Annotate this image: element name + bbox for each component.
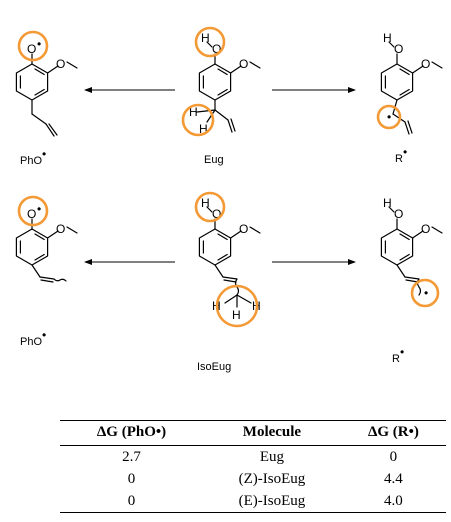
isoeugenol-molecule: H O H H H IsoEug xyxy=(194,191,261,373)
atom-h: H xyxy=(201,31,210,45)
atom-h: H xyxy=(383,31,392,45)
label-isoeug: IsoEug xyxy=(197,361,231,373)
cell-dg-pho: 0 xyxy=(127,471,136,487)
atom-o: O xyxy=(27,207,36,221)
radical-dot: • xyxy=(403,145,407,159)
atom-o: O xyxy=(27,42,36,56)
highlight-circle xyxy=(194,191,226,223)
table-row: 0 (Z)-IsoEug 4.4 xyxy=(60,468,446,490)
highlight-circle xyxy=(410,278,440,308)
cell-molecule: Eug xyxy=(259,449,285,465)
highlight-circle xyxy=(215,284,259,328)
cell-molecule: (E)-IsoEug xyxy=(203,490,341,513)
cell-dg-r: 0 xyxy=(389,449,398,465)
atom-h: H xyxy=(189,105,198,119)
header-dg-pho: ΔG (PhO•) xyxy=(60,420,204,446)
cell-dg-r: 4.4 xyxy=(384,471,403,487)
label-pho-2: PhO xyxy=(20,336,42,348)
atom-o: O xyxy=(394,42,403,56)
highlight-circle xyxy=(17,195,49,227)
table-row: 0 (E)-IsoEug 4.0 xyxy=(60,490,446,513)
radical-dot: • xyxy=(37,202,41,216)
highlight-circle xyxy=(376,104,402,130)
phenoxyl-radical-eug: O • xyxy=(15,30,78,137)
atom-o: O xyxy=(212,42,221,56)
header-dg-r: ΔG (R•) xyxy=(340,420,446,446)
table-header-row: ΔG (PhO•) Molecule ΔG (R•) xyxy=(60,420,446,446)
allyl-radical-eug: H O • xyxy=(376,31,443,135)
label-pho-1: PhO xyxy=(20,155,42,167)
cell-dg-r: 4.0 xyxy=(340,490,446,513)
highlight-circle xyxy=(181,103,215,137)
header-molecule: Molecule xyxy=(203,420,341,446)
allyl-radical-isoeug: H O • xyxy=(380,196,443,308)
cell-dg-pho: 2.7 xyxy=(122,449,141,465)
cell-dg-pho: 0 xyxy=(60,490,204,513)
label-r-2: R xyxy=(392,353,400,365)
atom-o: O xyxy=(394,207,403,221)
atom-h: H xyxy=(383,196,392,210)
cell-molecule: (Z)-IsoEug xyxy=(238,471,306,487)
label-eug: Eug xyxy=(204,154,224,166)
atom-o: O xyxy=(212,207,221,221)
eugenol-molecule: H O H H Eug xyxy=(181,26,261,166)
label-r-1: R xyxy=(395,153,403,165)
atom-h: H xyxy=(201,196,210,210)
radical-dot: • xyxy=(42,147,46,161)
radical-dot: • xyxy=(42,328,46,342)
radical-dot: • xyxy=(424,286,428,300)
radical-dot: • xyxy=(387,110,391,124)
phenoxyl-radical-isoeug: O • xyxy=(15,195,78,283)
atom-h: H xyxy=(232,308,241,322)
atom-h: H xyxy=(199,122,208,136)
reaction-scheme: O O • H O H H Eug H xyxy=(15,26,443,373)
highlight-circle xyxy=(17,30,49,62)
energy-table: ΔG (PhO•) Molecule ΔG (R•) 2.7 Eug 0 0 (… xyxy=(60,420,446,513)
table-row: 2.7 Eug 0 xyxy=(60,446,446,469)
radical-dot: • xyxy=(37,37,41,51)
highlight-circle xyxy=(194,26,226,58)
radical-dot: • xyxy=(400,345,404,359)
